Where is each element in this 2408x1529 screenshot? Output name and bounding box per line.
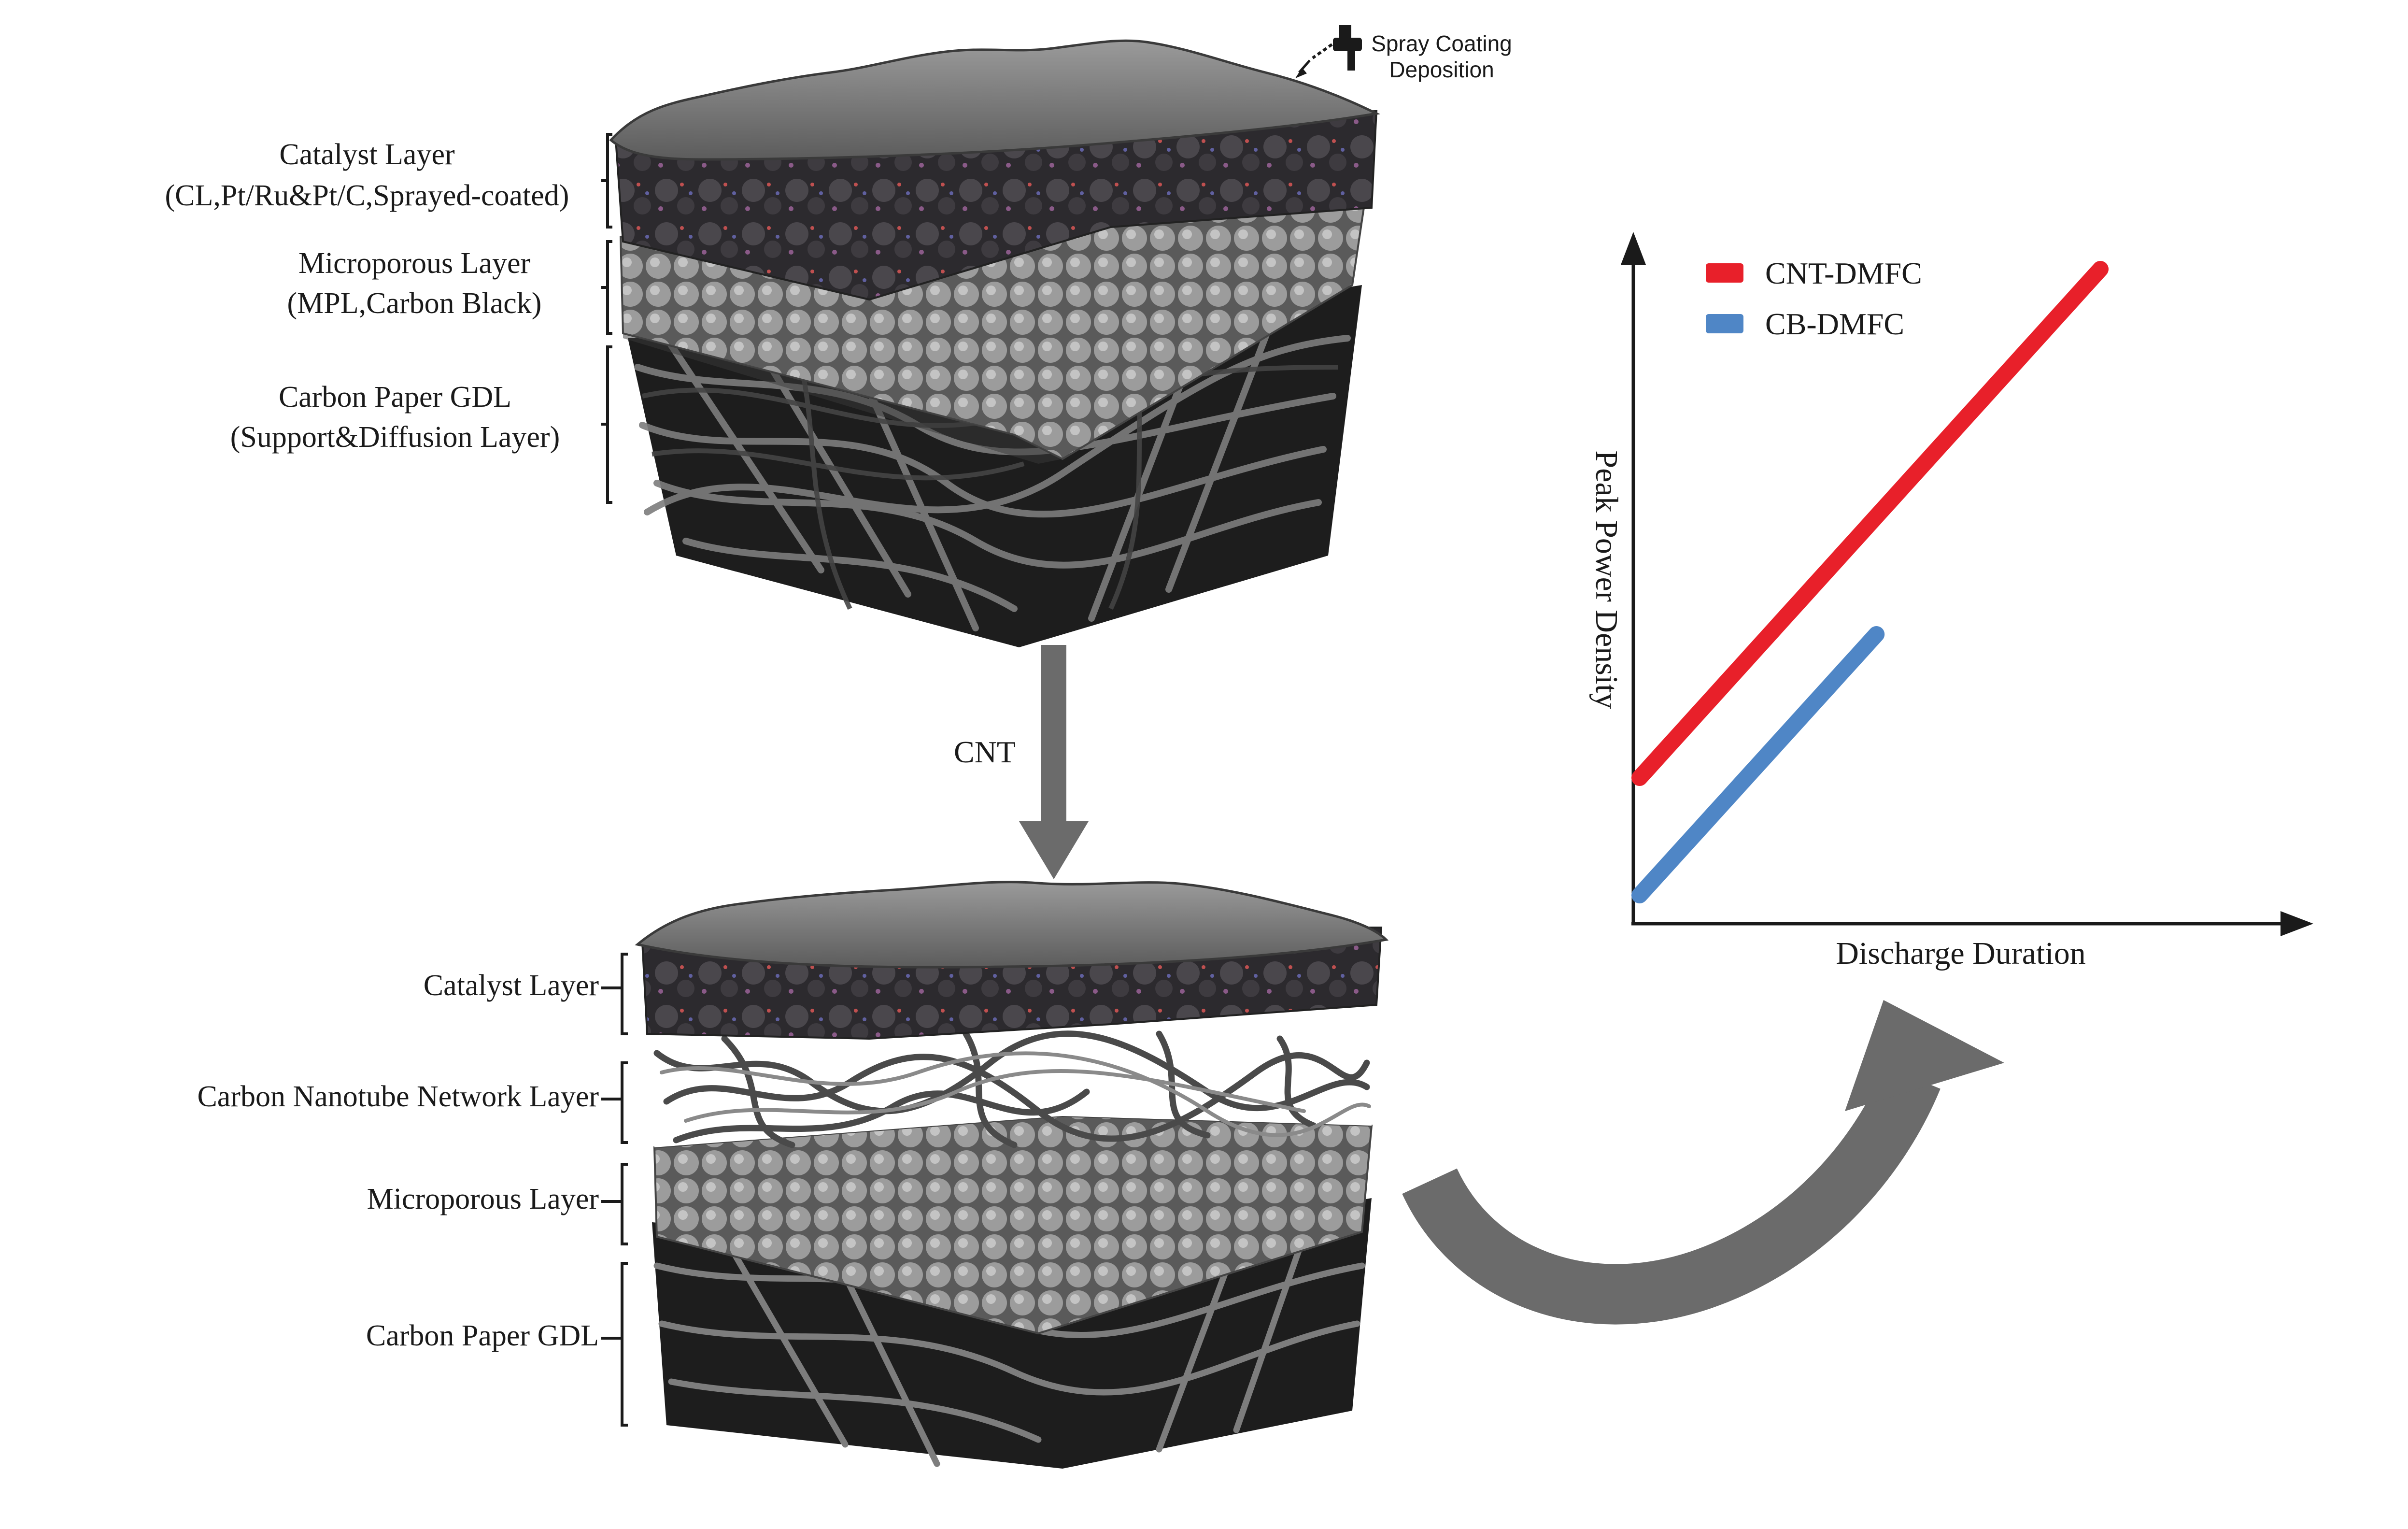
bottom-mpl-bracket: [601, 1163, 628, 1245]
chart-y-axis-label: Peak Power Density: [1589, 450, 1624, 709]
cnt-transition-label: CNT: [954, 735, 1016, 769]
legend-label-cb-dmfc: CB-DMFC: [1765, 307, 1904, 341]
series-line-cnt-dmfc: [1631, 261, 2109, 786]
chart-legend: CNT-DMFC CB-DMFC: [1706, 256, 1922, 341]
cnt-down-arrow: [1019, 645, 1089, 879]
chart-series-layer: [1631, 261, 2109, 903]
top-catalyst-cap: [609, 39, 1380, 161]
top-gdl-bracket: [601, 345, 612, 504]
legend-swatch-cb-dmfc: [1706, 314, 1743, 333]
top-mpl-label-line2: (MPL,Carbon Black): [287, 287, 542, 320]
bottom-labels: Catalyst Layer Carbon Nanotube Network L…: [197, 953, 628, 1427]
bottom-gdl-bracket: [601, 1262, 628, 1427]
spray-gun-icon: [1295, 25, 1362, 78]
top-gdl-label-line1: Carbon Paper GDL: [279, 381, 511, 414]
top-catalyst-bracket: [601, 133, 612, 229]
spray-label-line2: Deposition: [1389, 57, 1494, 82]
performance-chart: CNT-DMFC CB-DMFC Discharge Duration Peak …: [1589, 232, 2313, 971]
legend-label-cnt-dmfc: CNT-DMFC: [1765, 256, 1922, 290]
bottom-cnt-network: [647, 1024, 1372, 1148]
chart-x-axis-label: Discharge Duration: [1836, 936, 2085, 971]
spray-label-line1: Spray Coating: [1371, 31, 1512, 56]
bottom-catalyst-cap: [635, 881, 1389, 969]
chart-axes: [1621, 232, 2313, 936]
top-mpl-label-line1: Microporous Layer: [298, 247, 531, 280]
bottom-mpl-label: Microporous Layer: [367, 1183, 599, 1215]
top-mpl-bracket: [601, 240, 612, 335]
bottom-catalyst-label: Catalyst Layer: [424, 969, 599, 1002]
bottom-cnt-label: Carbon Nanotube Network Layer: [197, 1080, 599, 1113]
bottom-catalyst-bracket: [601, 953, 628, 1035]
legend-swatch-cnt-dmfc: [1706, 263, 1743, 283]
bottom-electrode-illustration: [635, 881, 1389, 1469]
top-electrode-illustration: [609, 39, 1380, 647]
bottom-gdl-label: Carbon Paper GDL: [366, 1319, 599, 1352]
top-labels: Catalyst Layer (CL,Pt/Ru&Pt/C,Sprayed-co…: [165, 133, 612, 504]
top-catalyst-label-line1: Catalyst Layer: [279, 138, 455, 171]
bottom-cnt-bracket: [601, 1061, 628, 1144]
top-catalyst-label-line2: (CL,Pt/Ru&Pt/C,Sprayed-coated): [165, 179, 569, 212]
top-gdl-label-line2: (Support&Diffusion Layer): [230, 421, 560, 454]
series-line-cb-dmfc: [1631, 626, 1885, 903]
curved-arrow: [1402, 1000, 2004, 1325]
